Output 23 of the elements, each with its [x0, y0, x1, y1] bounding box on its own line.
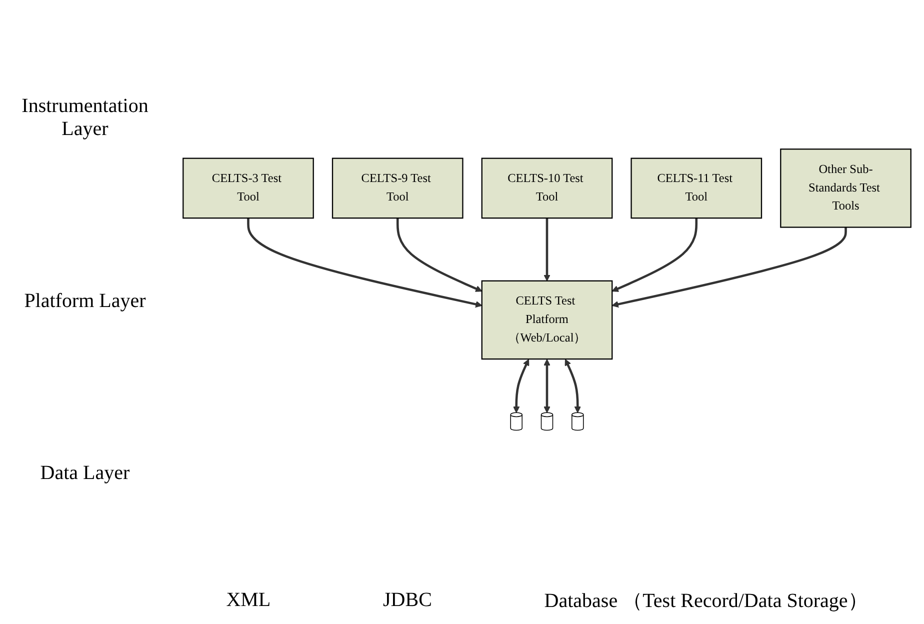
node-box: Other Sub-Standards Test Tools: [780, 148, 912, 228]
layer-label: Instrumentation Layer: [20, 94, 150, 141]
node-box: CELTS-3 Test Tool: [182, 158, 314, 219]
arrow: [544, 359, 550, 414]
node-cylinder: [572, 412, 584, 431]
arrow: [564, 359, 581, 414]
node-cylinder: [540, 412, 554, 431]
interface-label: JDBC: [383, 588, 432, 612]
caption-text: Database （Test Record/Data Storage）: [544, 588, 868, 614]
arrow: [396, 218, 482, 292]
format-label: XML: [226, 588, 271, 612]
node-box: CELTS Test Platform（Web/Local）: [481, 280, 613, 360]
arrow: [612, 218, 698, 292]
arrow: [612, 228, 847, 308]
node-box: CELTS-10 Test Tool: [481, 158, 613, 219]
arrow: [247, 218, 482, 308]
layer-label: Platform Layer: [23, 290, 147, 313]
arrow: [513, 359, 530, 414]
node-box: CELTS-9 Test Tool: [332, 158, 464, 219]
arrow: [544, 218, 550, 282]
layer-label: Data Layer: [39, 462, 131, 486]
node-cylinder: [510, 412, 522, 431]
node-box: CELTS-11 Test Tool: [630, 158, 762, 219]
